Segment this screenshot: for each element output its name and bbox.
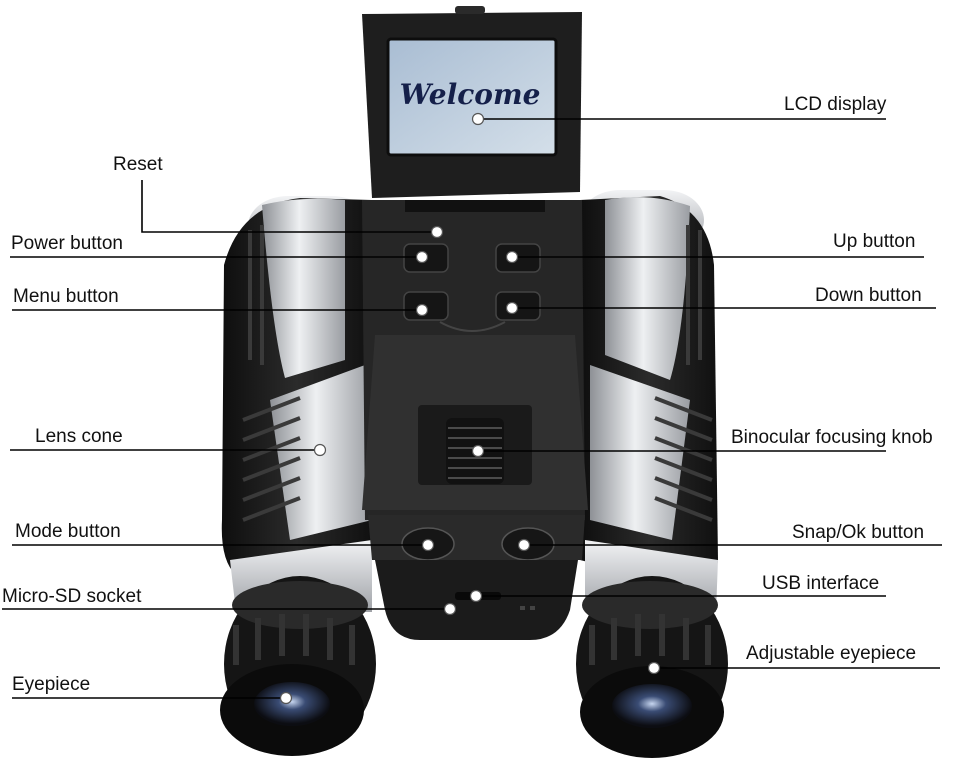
lcd-welcome-text: Welcome [400, 78, 541, 111]
marker-menu-button [415, 303, 429, 317]
label-eyepiece: Eyepiece [12, 674, 91, 695]
marker-micro-sd-socket [443, 602, 457, 616]
marker-usb-interface [469, 589, 483, 603]
marker-up-button [505, 250, 519, 264]
right-eyepiece [576, 576, 728, 758]
markers [279, 112, 661, 705]
lcd-unit: Welcome [362, 6, 582, 198]
label-up-button: Up button [833, 231, 916, 252]
leader-reset [141, 180, 437, 233]
label-focusing-knob: Binocular focusing knob [731, 427, 933, 448]
marker-mode-button [421, 538, 435, 552]
label-micro-sd-socket: Micro-SD socket [2, 586, 142, 607]
marker-adjustable-eyepiece [647, 661, 661, 675]
label-power-button: Power button [11, 233, 123, 254]
center-bridge [362, 200, 588, 640]
label-usb-interface: USB interface [762, 573, 880, 594]
label-lens-cone: Lens cone [35, 426, 123, 447]
marker-lens-cone [313, 443, 327, 457]
leader-lines [2, 118, 942, 699]
label-lcd-display: LCD display [784, 94, 887, 115]
label-down-button: Down button [815, 285, 922, 306]
marker-power-button [415, 250, 429, 264]
marker-snap-ok-button [517, 538, 531, 552]
label-snap-ok-button: Snap/Ok button [792, 522, 925, 543]
right-barrel [580, 190, 718, 612]
marker-reset [430, 225, 444, 239]
label-menu-button: Menu button [13, 286, 119, 307]
marker-eyepiece [279, 691, 293, 705]
label-mode-button: Mode button [15, 521, 121, 542]
marker-lcd-display [471, 112, 485, 126]
marker-down-button [505, 301, 519, 315]
marker-focusing-knob [471, 444, 485, 458]
left-barrel [221, 196, 372, 612]
label-reset: Reset [113, 154, 163, 175]
left-eyepiece [220, 576, 376, 756]
label-adjustable-eyepiece: Adjustable eyepiece [746, 643, 917, 664]
